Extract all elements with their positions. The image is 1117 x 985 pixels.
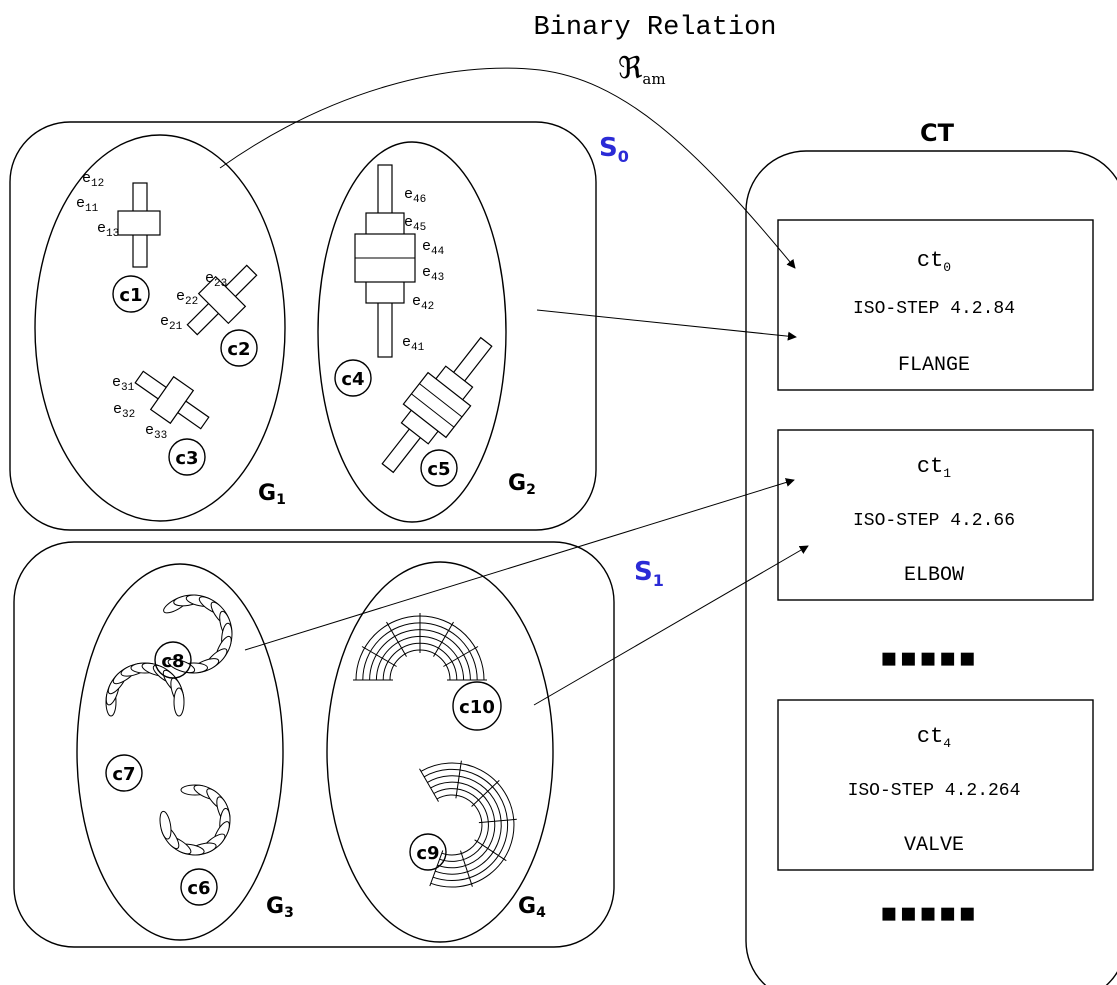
- ct-entry-0: ct0 ISO-STEP 4.2.84 FLANGE: [777, 219, 1094, 391]
- component-c7: c7: [105, 754, 143, 792]
- component-c8: c8: [154, 641, 192, 679]
- part-c10-drawing: [353, 613, 487, 681]
- component-c9: c9: [409, 833, 447, 871]
- edge-label-e22: e22: [176, 288, 198, 308]
- edge-label-e45: e45: [404, 214, 426, 234]
- part-c8-drawing: [163, 594, 233, 674]
- ct-entry-1-standard: ISO-STEP 4.2.66: [853, 511, 1015, 531]
- edge-label-e44: e44: [422, 238, 445, 258]
- part-c9-drawing: [419, 760, 517, 888]
- component-c6: c6: [180, 868, 218, 906]
- ct-container: [745, 150, 1117, 985]
- part-c5-drawing: [381, 336, 493, 474]
- svg-text:c8: c8: [161, 651, 184, 672]
- svg-text:c5: c5: [427, 459, 450, 480]
- edge-label-e12: e12: [82, 170, 104, 190]
- edge-label-e41: e41: [402, 334, 425, 354]
- part-c3-drawing: [134, 370, 210, 430]
- part-c2-drawing: [186, 264, 258, 336]
- edge-label-e43: e43: [422, 264, 444, 284]
- edge-label-e32: e32: [113, 401, 135, 421]
- svg-text:c3: c3: [175, 448, 198, 469]
- ct-ellipsis-2: ▪▪▪▪▪: [880, 898, 978, 928]
- edge-label-e31: e31: [112, 374, 135, 394]
- ct-entry-1: ct1 ISO-STEP 4.2.66 ELBOW: [777, 429, 1094, 601]
- component-c5: c5: [420, 449, 458, 487]
- ct-ellipsis-1: ▪▪▪▪▪: [880, 643, 978, 673]
- arrow-g1-to-ct0: [219, 67, 796, 269]
- group-g2-boundary: [317, 141, 507, 523]
- set-s0-label: S0: [599, 133, 629, 166]
- arrow-g3-to-ct1: [244, 478, 795, 651]
- part-c6-drawing: [159, 784, 231, 856]
- group-g1-label: G1: [258, 481, 286, 508]
- diagram-title: Binary Relation: [533, 13, 776, 43]
- relation-symbol: ℜam: [618, 51, 666, 88]
- component-c2: c2: [220, 329, 258, 367]
- part-c4-drawing: [354, 164, 416, 358]
- set-s1-label: S1: [634, 557, 664, 590]
- edge-label-e13: e13: [97, 220, 119, 240]
- ct-entry-1-name: ELBOW: [904, 564, 964, 587]
- group-g3-boundary: [76, 563, 284, 941]
- svg-text:c9: c9: [416, 843, 439, 864]
- set-s1-boundary: [13, 541, 615, 948]
- component-c3: c3: [168, 438, 206, 476]
- svg-text:c10: c10: [459, 697, 495, 718]
- edge-label-e33: e33: [145, 422, 167, 442]
- ct-entry-0-standard: ISO-STEP 4.2.84: [853, 299, 1015, 319]
- group-g4-label: G4: [518, 894, 546, 921]
- svg-text:c4: c4: [341, 369, 364, 390]
- component-c4: c4: [334, 359, 372, 397]
- ct-entry-0-id: ct0: [917, 248, 951, 275]
- set-s0-boundary: [9, 121, 597, 531]
- group-g1-boundary: [34, 134, 286, 522]
- edge-label-e11: e11: [76, 195, 99, 215]
- ct-entry-0-name: FLANGE: [898, 354, 970, 377]
- edge-label-e42: e42: [412, 293, 434, 313]
- ct-entry-1-id: ct1: [917, 454, 951, 481]
- svg-text:c1: c1: [119, 285, 142, 306]
- ct-entry-4: ct4 ISO-STEP 4.2.264 VALVE: [777, 699, 1094, 871]
- svg-text:c7: c7: [112, 764, 135, 785]
- group-g4-boundary: [326, 561, 554, 943]
- arrow-g2-to-ct0: [536, 309, 797, 341]
- ct-label: CT: [920, 119, 955, 147]
- group-g3-label: G3: [266, 894, 294, 921]
- edge-label-e23: e23: [205, 270, 227, 290]
- arrow-g4-to-ct1: [533, 545, 809, 706]
- part-c1-drawing: [117, 182, 161, 268]
- component-c10: c10: [452, 681, 502, 731]
- component-c1: c1: [112, 275, 150, 313]
- edge-label-e46: e46: [404, 186, 426, 206]
- ct-entry-4-name: VALVE: [904, 834, 964, 857]
- part-c7-drawing: [105, 662, 185, 717]
- svg-text:c6: c6: [187, 878, 210, 899]
- svg-text:c2: c2: [227, 339, 250, 360]
- group-g2-label: G2: [508, 471, 536, 498]
- ct-entry-4-standard: ISO-STEP 4.2.264: [848, 781, 1021, 801]
- ct-entry-4-id: ct4: [917, 724, 951, 751]
- edge-label-e21: e21: [160, 313, 183, 333]
